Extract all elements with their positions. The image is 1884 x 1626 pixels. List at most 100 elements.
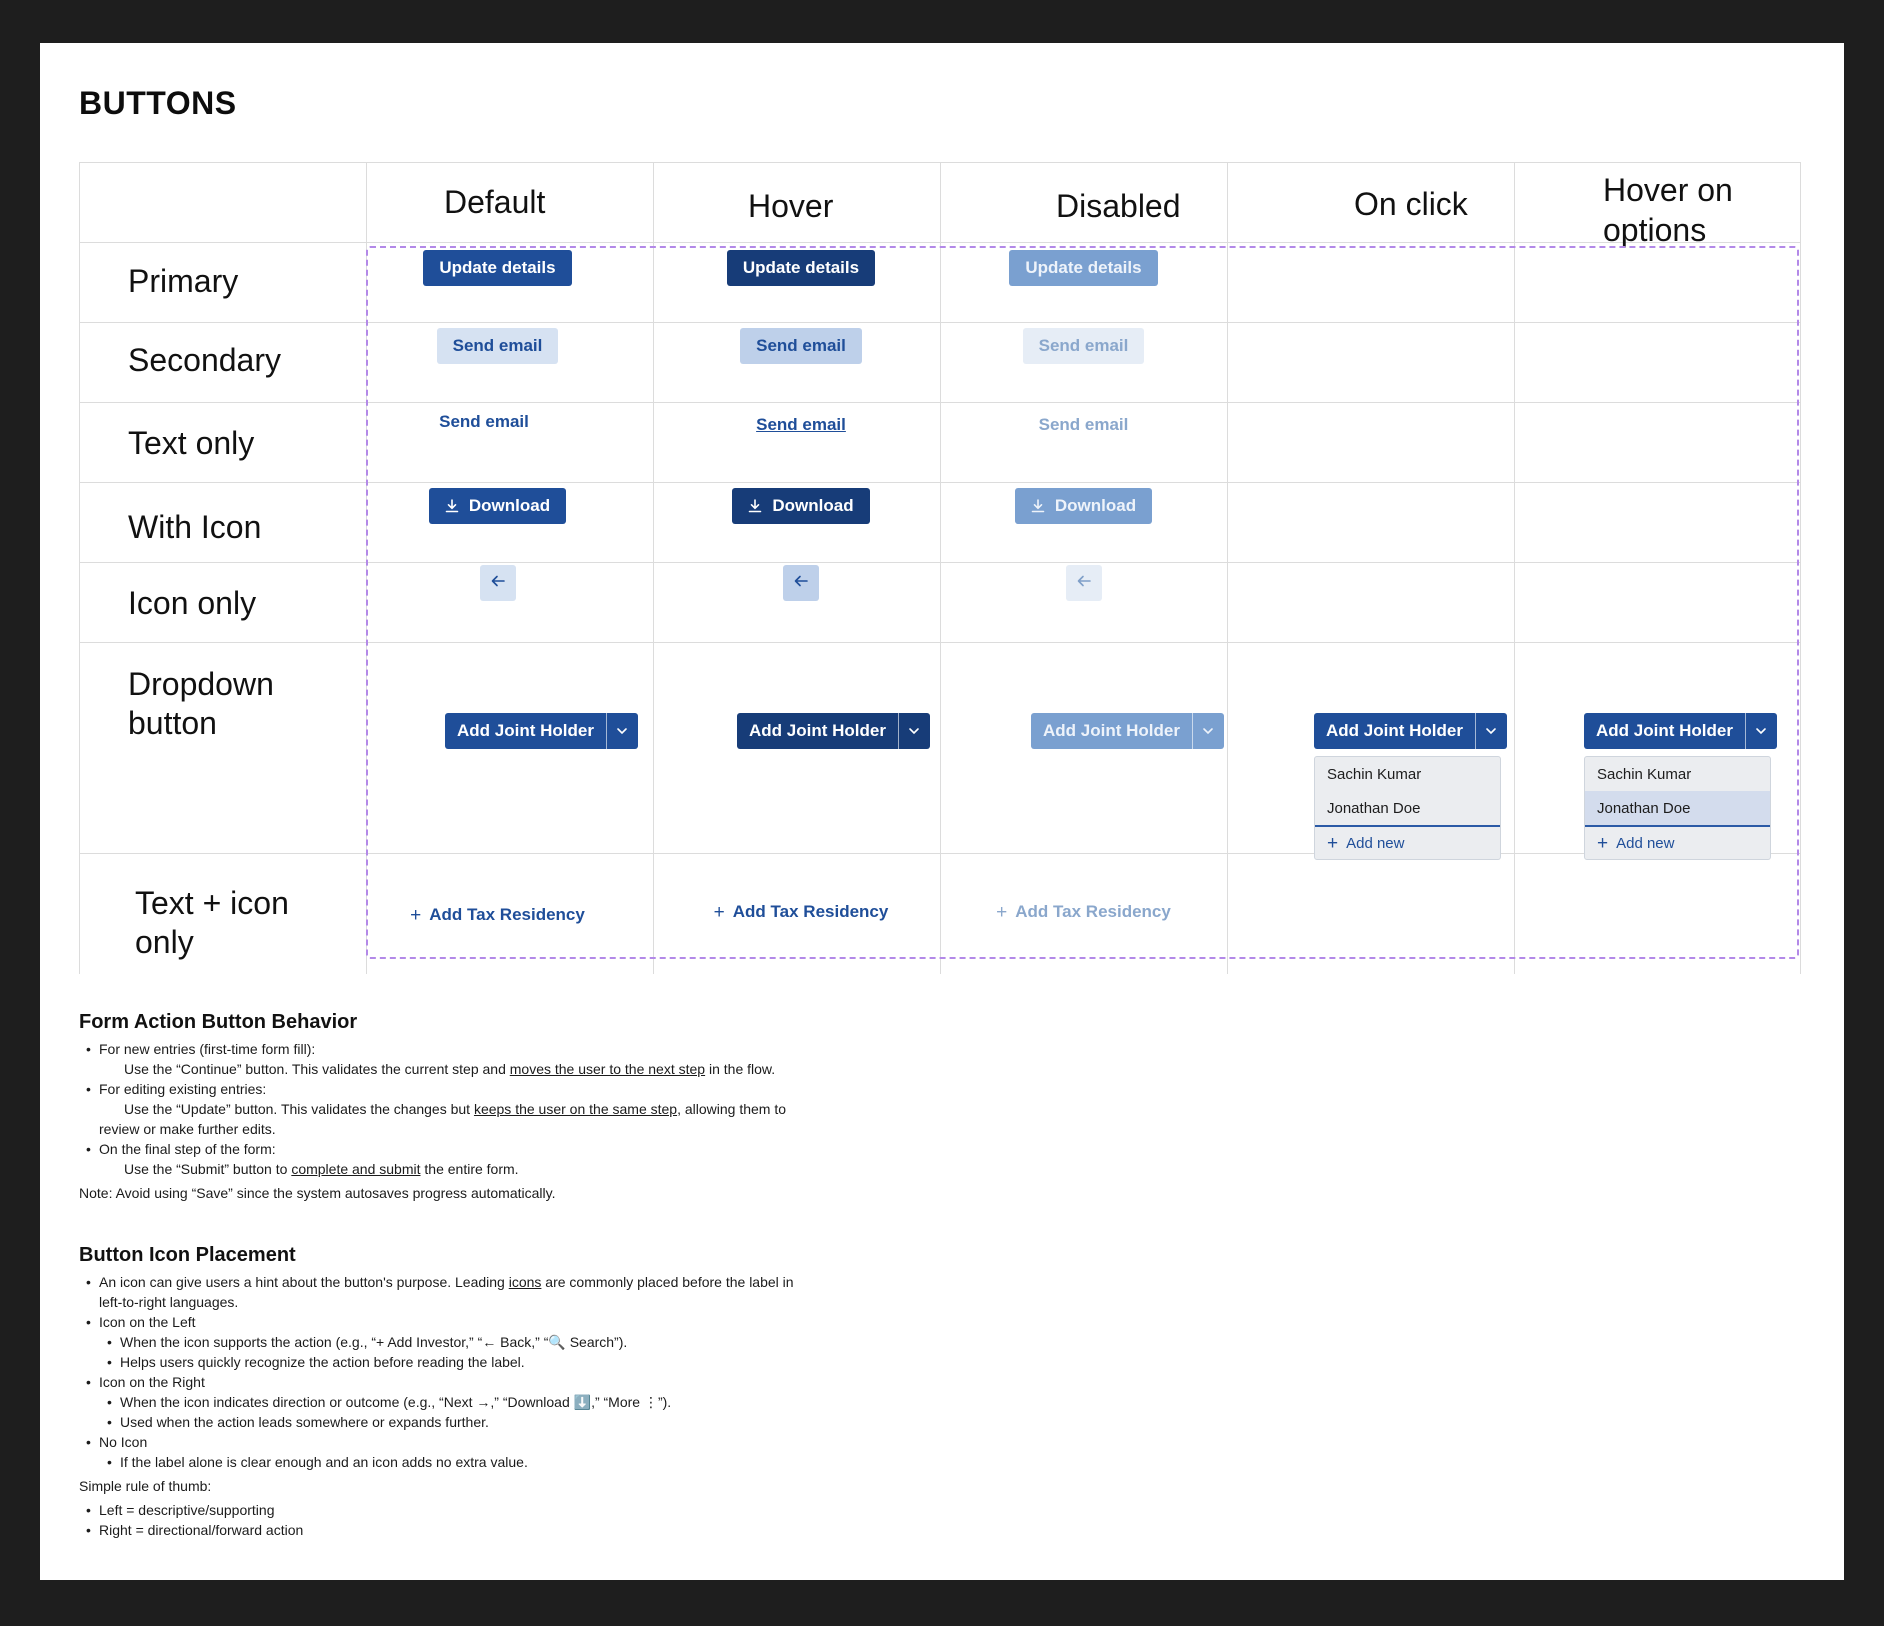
dropdown-button-hover[interactable]: Add Joint Holder [737, 713, 930, 749]
underlined-text: keeps the user on the same step [473, 1101, 678, 1117]
text-button-hover[interactable]: Send email [754, 410, 848, 440]
chevron-down-icon[interactable] [897, 713, 930, 749]
list-item: For editing existing entries: Use the “U… [79, 1079, 899, 1139]
list-sub-item: When the icon supports the action (e.g.,… [79, 1332, 899, 1352]
chevron-down-icon[interactable] [1191, 713, 1224, 749]
dropdown-option[interactable]: Sachin Kumar [1327, 765, 1422, 783]
cell: Download [940, 487, 1227, 525]
download-button-hover[interactable]: Download [732, 488, 870, 524]
cell: + Add Tax Residency [653, 897, 949, 927]
dropdown-button-disabled[interactable]: Add Joint Holder [1031, 713, 1224, 749]
download-button-disabled[interactable]: Download [1014, 488, 1153, 524]
list-item: An icon can give users a hint about the … [79, 1272, 899, 1312]
download-label: Download [468, 496, 551, 515]
list-item-detail: left-to-right languages. [99, 1294, 239, 1310]
cell: + Add Tax Residency [366, 900, 629, 930]
primary-button-hover[interactable]: Update details [726, 250, 876, 286]
add-tax-residency-label: Add Tax Residency [429, 905, 585, 924]
dropdown-label[interactable]: Add Joint Holder [445, 713, 606, 749]
dropdown-label[interactable]: Add Joint Holder [737, 713, 898, 749]
col-header-disabled: Disabled [1056, 188, 1181, 224]
button-states-grid: Default Hover Disabled On click Hover on… [79, 162, 1801, 974]
col-header-hover-on-options: Hover on options [1603, 172, 1733, 248]
text: in the flow. [705, 1061, 776, 1077]
list-item-title: For new entries (first-time form fill): [99, 1041, 316, 1057]
dropdown-label[interactable]: Add Joint Holder [1031, 713, 1192, 749]
text-button-disabled[interactable]: Send email [1037, 410, 1131, 440]
cell: Update details [940, 249, 1227, 287]
cell: Send email [653, 410, 949, 440]
back-icon-button-hover[interactable] [783, 565, 819, 601]
add-tax-residency-button-hover[interactable]: + Add Tax Residency [712, 897, 891, 927]
cell: Send email [366, 407, 602, 437]
plus-icon: + [410, 904, 422, 926]
cell [940, 564, 1227, 602]
col-header-default: Default [444, 184, 546, 220]
dropdown-button-open-hover[interactable]: Add Joint Holder [1584, 713, 1777, 749]
secondary-button-hover[interactable]: Send email [740, 328, 862, 364]
dropdown-option-hovered[interactable]: Jonathan Doe [1585, 791, 1770, 825]
download-icon [1031, 499, 1045, 513]
text: Use the “Continue” button. This validate… [124, 1061, 510, 1077]
primary-button-default[interactable]: Update details [423, 250, 572, 286]
download-label: Download [772, 496, 854, 515]
cell: + Add Tax Residency [940, 897, 1227, 927]
download-label: Download [1054, 496, 1137, 515]
list-item: For new entries (first-time form fill): … [79, 1039, 899, 1079]
rule-of-thumb-title: Simple rule of thumb: [79, 1478, 212, 1494]
dropdown-option[interactable]: Sachin Kumar [1597, 765, 1692, 783]
dropdown-label[interactable]: Add Joint Holder [1584, 713, 1745, 749]
row-header-secondary: Secondary [128, 342, 281, 378]
list-item: Icon on the Left [79, 1312, 899, 1332]
form-action-notes: Form Action Button Behavior For new entr… [79, 1009, 899, 1203]
chevron-down-icon[interactable] [1744, 713, 1777, 749]
chevron-down-icon[interactable] [605, 713, 638, 749]
icon-placement-heading: Button Icon Placement [79, 1244, 296, 1266]
secondary-button-disabled[interactable]: Send email [1022, 328, 1145, 364]
dropdown-button-open[interactable]: Add Joint Holder [1314, 713, 1507, 749]
text: An icon can give users a hint about the … [99, 1274, 509, 1290]
text-button-default[interactable]: Send email [437, 407, 531, 437]
row-header-text-only: Text only [128, 425, 255, 461]
list-sub-item: Used when the action leads somewhere or … [79, 1412, 899, 1432]
arrow-left-icon [1077, 574, 1091, 592]
grid-line [653, 162, 654, 974]
download-button-default[interactable]: Download [428, 488, 567, 524]
list-sub-item: When the icon indicates direction or out… [79, 1392, 899, 1412]
cell [366, 564, 629, 602]
add-tax-residency-label: Add Tax Residency [1015, 902, 1171, 921]
back-icon-button-disabled[interactable] [1065, 565, 1102, 601]
row-header-dropdown: Dropdown button [128, 666, 274, 741]
col-header-on-click: On click [1354, 186, 1468, 222]
grid-line [1227, 162, 1228, 974]
primary-button-disabled[interactable]: Update details [1009, 250, 1158, 286]
arrow-left-icon [794, 574, 808, 592]
list-item-detail: review or make further edits. [99, 1121, 276, 1137]
dropdown-add-new[interactable]: + Add new [1585, 825, 1770, 859]
grid-line [1800, 162, 1801, 974]
back-icon-button-default[interactable] [479, 565, 516, 601]
dropdown-add-new[interactable]: + Add new [1315, 825, 1500, 859]
chevron-down-icon[interactable] [1474, 713, 1507, 749]
list-item-title: No Icon [99, 1434, 148, 1450]
add-tax-residency-button-default[interactable]: + Add Tax Residency [408, 900, 587, 930]
cell: Send email [940, 327, 1227, 365]
col-header-hover: Hover [748, 188, 834, 224]
secondary-button-default[interactable]: Send email [436, 328, 559, 364]
underlined-text: moves the user to the next step [509, 1061, 706, 1077]
dropdown-option[interactable]: Jonathan Doe [1327, 799, 1421, 817]
grid-line [79, 162, 80, 974]
row-header-text-icon: Text + icon only [135, 885, 289, 960]
text: Use the “Submit” button to [124, 1161, 292, 1177]
underlined-text: icons [508, 1274, 542, 1290]
list-item: Icon on the Right [79, 1372, 899, 1392]
plus-icon: + [1327, 832, 1339, 854]
list-item: Right = directional/forward action [79, 1520, 899, 1540]
plus-icon: + [996, 901, 1008, 923]
add-tax-residency-button-disabled[interactable]: + Add Tax Residency [994, 897, 1173, 927]
dropdown-label[interactable]: Add Joint Holder [1314, 713, 1475, 749]
dropdown-button-default[interactable]: Add Joint Holder [445, 713, 638, 749]
page-title: BUTTONS [79, 85, 237, 121]
row-header-icon-only: Icon only [128, 585, 257, 621]
cell: Update details [653, 249, 949, 287]
